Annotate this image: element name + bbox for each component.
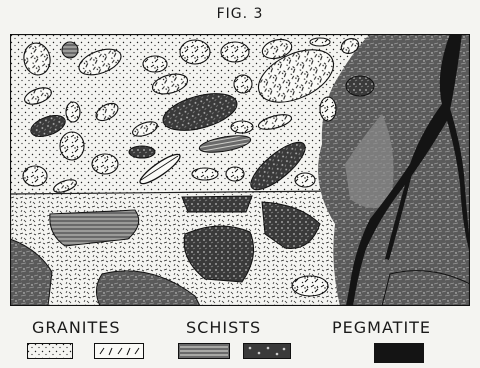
granite-coarse-swatch-icon — [94, 343, 144, 359]
schist-banded-swatch-icon — [178, 343, 230, 359]
legend-label-granites: GRANITES — [32, 318, 121, 337]
granite-fine-swatch-icon — [27, 343, 73, 359]
schist-block — [182, 196, 252, 212]
pegmatite-swatch-icon — [374, 343, 424, 363]
legend-label-pegmatite: PEGMATITE — [332, 318, 431, 337]
schist-mottled-swatch-icon — [243, 343, 291, 359]
figure-title: FIG. 3 — [0, 6, 480, 22]
legend-label-schists: SCHISTS — [186, 318, 261, 337]
geological-section-diagram — [10, 34, 470, 306]
